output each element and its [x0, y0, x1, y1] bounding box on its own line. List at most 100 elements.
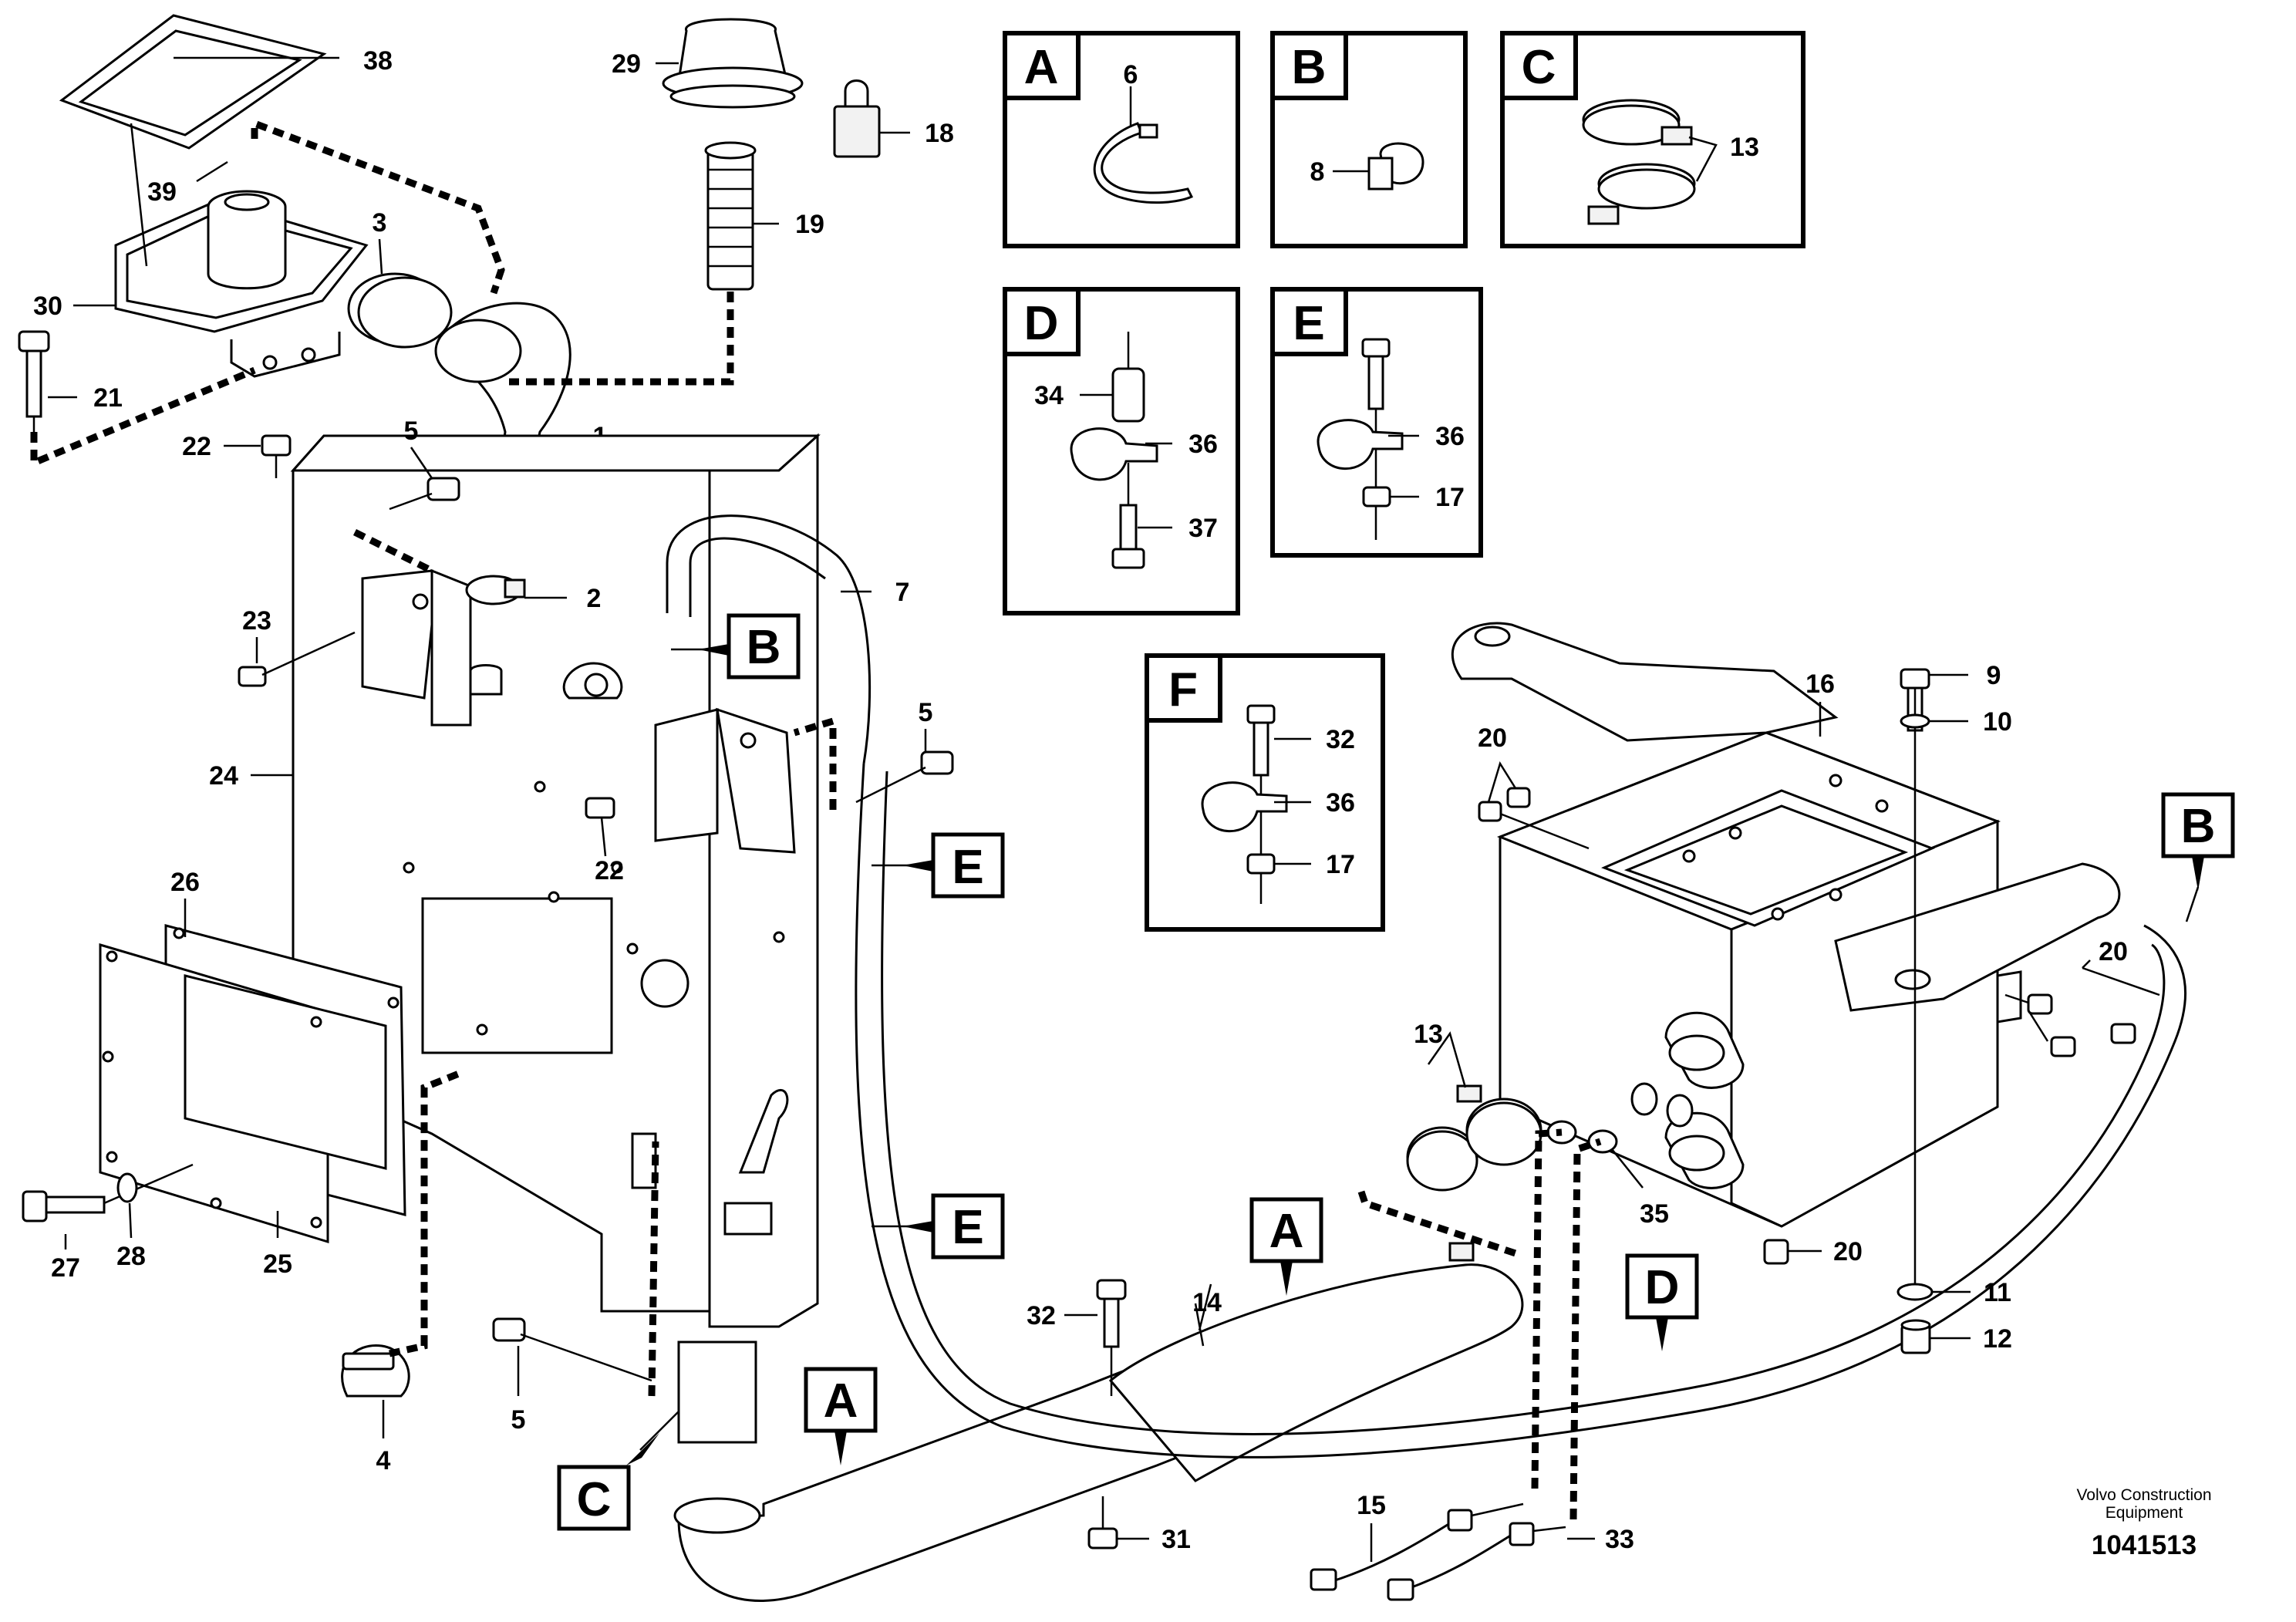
part-number-label: 3: [373, 208, 387, 238]
view-letter-label: A: [1024, 41, 1059, 94]
clamps-13: 13: [1406, 1020, 1542, 1262]
view-letter-label: A: [1269, 1205, 1304, 1258]
temperature-sensor-15: 15: [1310, 1491, 1524, 1591]
clamp-bolt-32: 32: [1027, 1279, 1127, 1396]
view-letter-label: E: [1293, 297, 1324, 350]
part-number-label: 13: [1414, 1020, 1443, 1049]
padlock-18: 18: [833, 79, 954, 158]
view-letter-label: C: [577, 1473, 612, 1526]
callout-b-right: B: [2161, 792, 2235, 922]
part-number-label: 38: [363, 46, 393, 76]
view-letter-label: F: [1168, 663, 1198, 717]
part-number-label: 10: [1983, 707, 2012, 737]
dashed-leader-5a: [352, 528, 434, 575]
part-number-label: 12: [1983, 1324, 2012, 1354]
view-letter-label: B: [2181, 800, 2216, 853]
part-number-label: 5: [404, 416, 419, 446]
part-number-label: 20: [1478, 723, 1507, 753]
bolt-21: 21: [18, 330, 123, 432]
part-number-label: 8: [1310, 157, 1325, 187]
part-number-label: 30: [33, 292, 62, 321]
part-number-label: 36: [1326, 788, 1355, 818]
view-letter-label: A: [824, 1374, 858, 1428]
detail-box-a: A 6: [1003, 31, 1240, 248]
filler-cover-assembly: 38 39 30: [33, 14, 393, 378]
part-number-label: 31: [1161, 1525, 1191, 1554]
callout-b-top: B: [671, 613, 801, 679]
bolt-5b: 5: [855, 698, 954, 804]
callout-a-mid: A: [1249, 1197, 1323, 1296]
part-number-label: 33: [1605, 1525, 1634, 1554]
view-letter-label: D: [1024, 297, 1059, 350]
part-number-label: 17: [1435, 483, 1465, 512]
washer-11: 11: [1896, 1278, 2011, 1307]
part-number-label: 36: [1188, 430, 1218, 459]
p-clip-icon: [1317, 419, 1404, 470]
cable-tie-icon: [1093, 122, 1194, 204]
part-number-label: 13: [1730, 133, 1759, 162]
credit-line-1: Volvo Construction: [2076, 1486, 2211, 1504]
part-number-label: 19: [795, 210, 824, 239]
part-number-label: 35: [1640, 1199, 1669, 1229]
callout-e-upper: E: [872, 832, 1005, 899]
breather-tube-7: 7: [666, 514, 910, 764]
dashed-leader-15: [1531, 1128, 1563, 1489]
part-number-label: 36: [1435, 422, 1465, 451]
cooler-box-16: 16: [1451, 622, 2121, 1228]
hose-clamp-icon: [1582, 99, 1696, 225]
view-letter-label: E: [952, 841, 983, 894]
callout-a-low: A: [804, 1367, 878, 1465]
bolt-5a: 5: [389, 416, 460, 511]
port-fittings: [1630, 1011, 1745, 1189]
part-number-label: 5: [511, 1405, 526, 1435]
dashed-leader-5b: [793, 716, 837, 810]
callout-e-lower: E: [872, 1193, 1005, 1259]
nut-31: 31: [1087, 1496, 1191, 1554]
spacer-icon: [1111, 367, 1145, 423]
part-number-label: 25: [263, 1249, 292, 1279]
credit-line-2: Equipment: [2106, 1504, 2183, 1522]
part-number-label: 22: [595, 856, 624, 885]
detail-box-b: B 8: [1270, 31, 1468, 248]
strainer-19: 19: [704, 141, 824, 291]
view-letter-label: C: [1522, 41, 1556, 94]
nut-icon: [1362, 486, 1391, 508]
detail-box-d: D 34 36 37: [1003, 287, 1240, 615]
part-number-label: 32: [1027, 1301, 1056, 1330]
part-number-label: 17: [1326, 850, 1355, 879]
part-number-label: 11: [1984, 1278, 2011, 1307]
bolt-head-icon: [1111, 548, 1145, 569]
tank-brackets: [361, 568, 796, 854]
p-clip-icon: [1070, 427, 1158, 481]
part-number-label: 14: [1192, 1288, 1222, 1317]
p-clip-icon: [1201, 781, 1288, 833]
part-number-label: 16: [1805, 669, 1835, 699]
spacer-12: 12: [1900, 1319, 2012, 1354]
view-letter-label: D: [1645, 1261, 1680, 1314]
part-number-label: 7: [895, 578, 910, 607]
access-cover-25: 26 25: [99, 868, 406, 1279]
dashed-leader-cover: [251, 118, 505, 295]
part-number-label: 34: [1034, 381, 1064, 410]
part-number-label: 29: [612, 49, 641, 79]
washer-10: 10: [1900, 707, 2012, 737]
plug-4: 4: [341, 1344, 410, 1475]
part-number-label: 32: [1326, 725, 1355, 754]
part-number-label: 26: [170, 868, 200, 897]
detail-box-f: F 32 36 17: [1145, 653, 1385, 932]
bolt-23: 23: [238, 606, 356, 687]
filler-cap-29: 29: [612, 18, 804, 109]
bolt-icon: [1361, 338, 1391, 358]
view-letter-label: B: [1292, 41, 1327, 94]
clamp-3: 3: [347, 208, 453, 349]
breather-hose: [855, 763, 2186, 1458]
detail-box-e: E 36 17: [1270, 287, 1483, 558]
dashed-leader-21: [30, 366, 256, 468]
part-number-label: 28: [116, 1242, 146, 1271]
part-number-label: 37: [1188, 514, 1218, 543]
part-number-label: 5: [919, 698, 933, 727]
part-number-label: 27: [51, 1253, 80, 1283]
detail-box-c: C 13: [1500, 31, 1805, 248]
dashed-leader-33: [1569, 1138, 1602, 1520]
return-pipe: 14: [673, 1263, 1524, 1602]
